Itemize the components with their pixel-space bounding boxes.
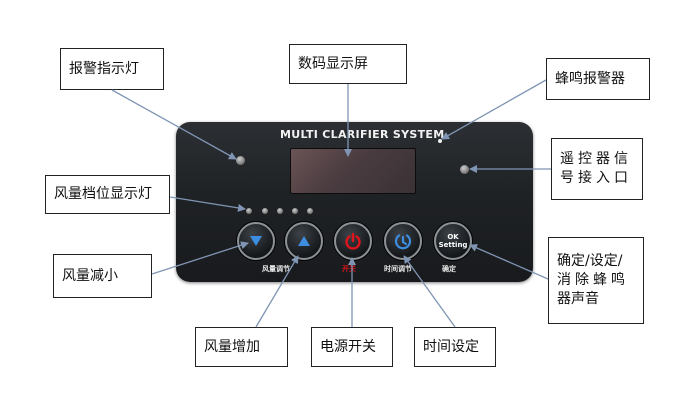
label-time-setting: 时间设定 xyxy=(414,327,496,367)
fan-level-led-1 xyxy=(246,208,252,214)
setting-label: Setting xyxy=(438,241,468,249)
buzzer-hole xyxy=(438,139,442,143)
timer-button[interactable] xyxy=(384,222,422,260)
fan-level-led-3 xyxy=(277,208,283,214)
fan-level-led-4 xyxy=(292,208,298,214)
fan-level-led-5 xyxy=(307,208,313,214)
label-confirm-line-1: 确定/设定/ xyxy=(557,253,623,270)
label-power-switch: 电源开关 xyxy=(311,327,393,367)
fan-level-led-2 xyxy=(262,208,268,214)
fan-down-button[interactable] xyxy=(237,222,275,260)
remote-receiver-window xyxy=(460,165,469,174)
label-buzzer: 蜂鸣报警器 xyxy=(546,58,650,100)
clock-icon xyxy=(394,234,412,250)
timer-caption: 时间调节 xyxy=(384,265,412,273)
label-confirm-line-3: 器声音 xyxy=(557,290,599,307)
panel-title: MULTI CLARIFIER SYSTEM xyxy=(280,128,445,141)
label-confirm-setting: 确定/设定/ 消除蜂鸣 器声音 xyxy=(548,237,644,324)
ok-caption: 确定 xyxy=(442,265,456,273)
power-caption: 开关 xyxy=(342,265,356,273)
fan-caption: 风量调节 xyxy=(262,265,290,273)
label-fan-increase: 风量增加 xyxy=(195,327,288,367)
label-alarm-indicator: 报警指示灯 xyxy=(60,48,164,90)
label-fan-decrease: 风量减小 xyxy=(53,254,152,298)
label-fan-level-indicator: 风量档位显示灯 xyxy=(45,175,170,214)
label-confirm-line-2: 消除蜂鸣 xyxy=(557,272,629,289)
label-remote-receiver: 遥控器信号接入口 xyxy=(551,138,643,200)
label-digital-display: 数码显示屏 xyxy=(289,44,407,84)
control-panel: MULTI CLARIFIER SYSTEM OK Set xyxy=(176,122,533,282)
triangle-up-icon xyxy=(298,236,310,246)
alarm-led xyxy=(236,156,245,165)
power-icon xyxy=(345,232,361,250)
triangle-down-icon xyxy=(250,236,262,246)
ok-label: OK xyxy=(447,233,459,241)
power-button[interactable] xyxy=(334,222,372,260)
digital-display-screen xyxy=(290,148,416,194)
fan-up-button[interactable] xyxy=(285,222,323,260)
ok-setting-button[interactable]: OK Setting xyxy=(434,222,472,260)
